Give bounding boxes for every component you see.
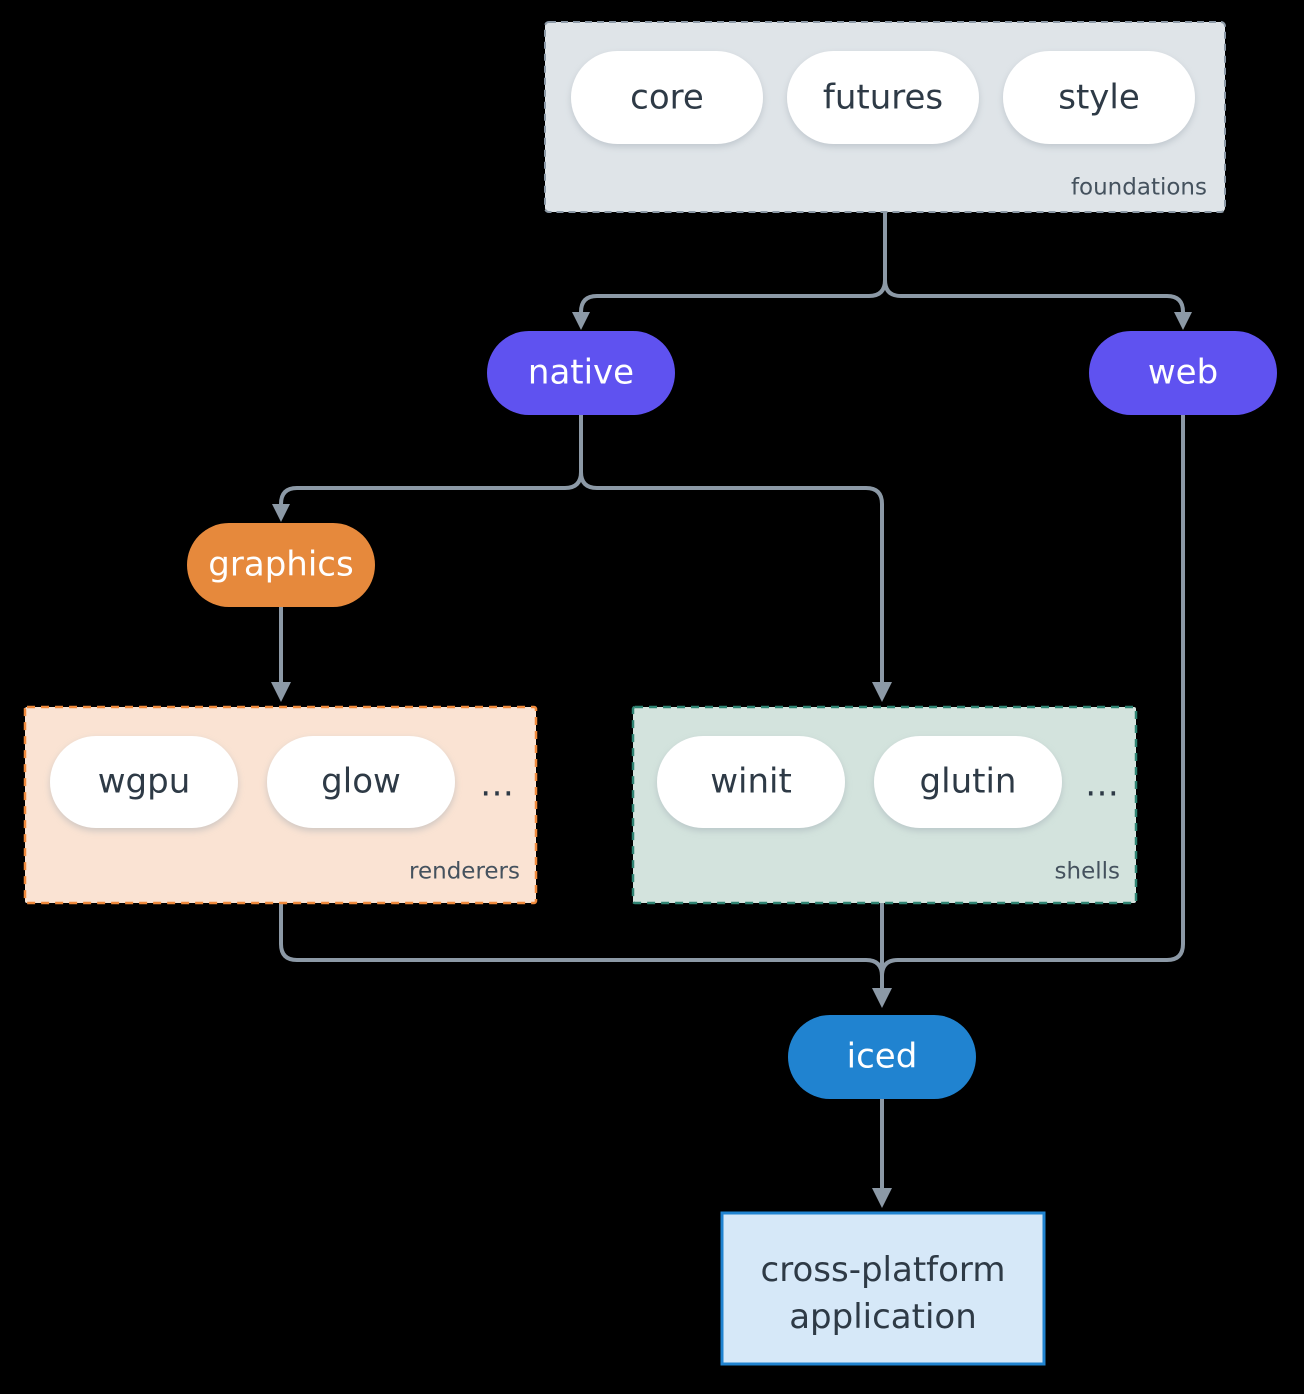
leaf-node-wgpu[interactable]: wgpu bbox=[50, 736, 238, 828]
leaf-node-winit-shape[interactable] bbox=[657, 736, 845, 828]
leaf-node-glow-label: glow bbox=[321, 762, 401, 802]
edge-web-to-iced bbox=[880, 413, 1185, 994]
leaf-node-glow[interactable]: glow bbox=[267, 736, 455, 828]
shells-ellipsis-label: … bbox=[1085, 765, 1119, 805]
edge-graphics-to-renderers bbox=[271, 605, 291, 702]
leaf-node-core-label: core bbox=[630, 78, 704, 118]
leaf-node-futures-shape[interactable] bbox=[787, 51, 979, 144]
leaf-node-futures-label: futures bbox=[823, 78, 943, 118]
node-native[interactable]: native bbox=[487, 331, 675, 415]
node-web-shape[interactable] bbox=[1089, 331, 1277, 415]
group-renderers: wgpu glow … renderers bbox=[23, 705, 538, 905]
group-shells-label: shells bbox=[1055, 859, 1120, 885]
edge-foundations-to-native bbox=[572, 210, 887, 330]
group-shells: winit glutin … shells bbox=[631, 705, 1138, 905]
leaf-node-wgpu-shape[interactable] bbox=[50, 736, 238, 828]
node-web-label: web bbox=[1148, 353, 1218, 393]
node-native-shape[interactable] bbox=[487, 331, 675, 415]
group-renderers-label: renderers bbox=[409, 859, 520, 885]
edge-path-native-graphics bbox=[279, 413, 583, 512]
arrow-head-graphics-renderers bbox=[271, 682, 291, 702]
edge-path-web-iced bbox=[880, 413, 1185, 994]
leaf-node-core[interactable]: core bbox=[571, 51, 763, 144]
node-iced-shape[interactable] bbox=[788, 1015, 976, 1099]
edge-path-native-shells bbox=[579, 413, 884, 690]
edge-path-foundations-native bbox=[579, 210, 887, 320]
node-graphics-label: graphics bbox=[208, 545, 353, 585]
application-label-line2: application bbox=[789, 1297, 977, 1337]
edge-foundations-to-web bbox=[883, 210, 1192, 330]
leaf-node-style[interactable]: style bbox=[1003, 51, 1195, 144]
edge-iced-to-application bbox=[872, 1097, 892, 1208]
node-web[interactable]: web bbox=[1089, 331, 1277, 415]
arrow-head-foundations-native bbox=[572, 312, 590, 330]
node-cross-platform-application[interactable]: cross-platform application bbox=[720, 1211, 1046, 1366]
arrow-head-native-shells bbox=[872, 682, 892, 702]
edge-layer bbox=[271, 210, 1192, 1208]
application-label-line1: cross-platform bbox=[761, 1250, 1006, 1290]
leaf-node-style-label: style bbox=[1058, 78, 1140, 118]
leaf-node-futures[interactable]: futures bbox=[787, 51, 979, 144]
edge-path-renderers-iced bbox=[279, 901, 884, 994]
renderers-ellipsis-label: … bbox=[480, 765, 514, 805]
node-iced-label: iced bbox=[847, 1037, 918, 1077]
arrow-head-foundations-web bbox=[1174, 312, 1192, 330]
leaf-node-winit-label: winit bbox=[710, 762, 792, 802]
leaf-node-glutin-shape[interactable] bbox=[874, 736, 1062, 828]
leaf-node-core-shape[interactable] bbox=[571, 51, 763, 144]
node-graphics[interactable]: graphics bbox=[187, 523, 375, 607]
edge-renderers-to-iced bbox=[279, 901, 884, 994]
leaf-node-glutin[interactable]: glutin bbox=[874, 736, 1062, 828]
leaf-node-glutin-label: glutin bbox=[920, 762, 1017, 802]
edge-native-to-shells bbox=[579, 413, 892, 702]
edge-path-foundations-web bbox=[883, 210, 1185, 320]
node-graphics-shape[interactable] bbox=[187, 523, 375, 607]
leaf-node-winit[interactable]: winit bbox=[657, 736, 845, 828]
arrow-head-iced-application bbox=[872, 1188, 892, 1208]
leaf-node-wgpu-label: wgpu bbox=[98, 762, 191, 802]
node-iced[interactable]: iced bbox=[788, 1015, 976, 1099]
arrow-head-into-iced bbox=[872, 988, 892, 1008]
leaf-node-glow-shape[interactable] bbox=[267, 736, 455, 828]
arrow-head-native-graphics bbox=[272, 504, 290, 522]
group-foundations-label: foundations bbox=[1071, 175, 1207, 201]
leaf-node-style-shape[interactable] bbox=[1003, 51, 1195, 144]
edge-native-to-graphics bbox=[272, 413, 583, 522]
node-native-label: native bbox=[528, 353, 634, 393]
group-foundations: core futures style foundations bbox=[544, 21, 1226, 213]
node-cross-platform-application-shape[interactable] bbox=[720, 1211, 1046, 1366]
